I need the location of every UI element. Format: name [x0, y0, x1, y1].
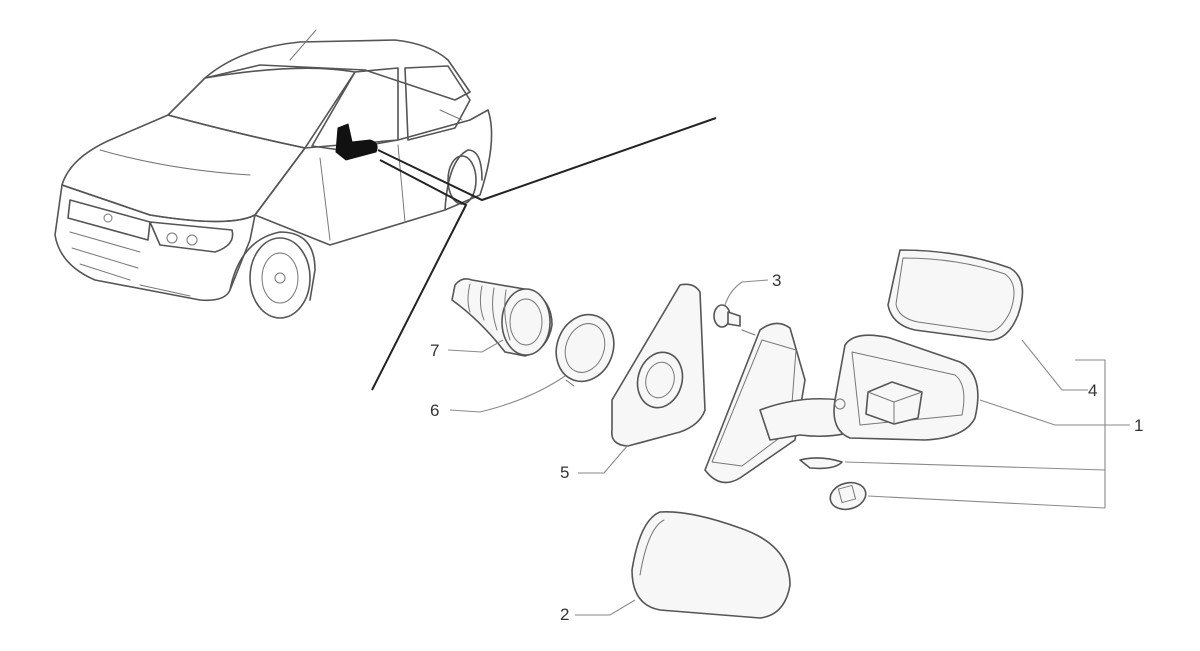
- car-roof: [204, 39, 471, 101]
- car-side-body: [254, 109, 493, 246]
- part-2-cover: [631, 511, 791, 619]
- part-clip: [799, 457, 843, 470]
- leader-4: [1021, 339, 1088, 391]
- callout-7: 7: [430, 341, 439, 360]
- callout-6: 6: [430, 401, 439, 420]
- car-front-wheel: [249, 237, 311, 319]
- leader-2: [575, 599, 636, 616]
- car-grille: [67, 199, 151, 241]
- car-side-mirror-highlight: [335, 123, 378, 161]
- car-front-bumper: [54, 184, 256, 302]
- part-1-mirror-housing: [759, 334, 979, 441]
- callout-5: 5: [560, 463, 569, 482]
- leader-6: [449, 375, 566, 413]
- part-7-boot: [451, 278, 553, 357]
- leader-lines: [447, 279, 1130, 616]
- callout-labels: 7 6 5 3 4 1 2: [430, 271, 1143, 624]
- callout-2: 2: [560, 605, 569, 624]
- leader-3: [724, 279, 769, 306]
- part-cap: [829, 481, 867, 511]
- car-badge: [103, 213, 113, 223]
- leader-5: [578, 444, 629, 474]
- mirror-base-mount: [704, 322, 806, 484]
- callout-1: 1: [1134, 416, 1143, 435]
- part-6-ring: [555, 313, 615, 387]
- part-5-gasket: [611, 283, 706, 447]
- leader-7: [447, 339, 504, 353]
- car-front-side-window: [311, 67, 399, 151]
- zoom-pointer-lines: [371, 117, 717, 391]
- group-bracket: [844, 359, 1106, 509]
- part-4-mirror-glass: [887, 249, 1024, 341]
- callout-4: 4: [1088, 381, 1097, 400]
- car-windshield: [167, 67, 356, 149]
- part-3-screw: [713, 304, 756, 336]
- leader-1: [979, 399, 1130, 426]
- car-headlight: [149, 221, 234, 253]
- car-rear-side-window: [404, 65, 471, 141]
- car-front-wheel-arch: [229, 231, 316, 301]
- car-illustration: [54, 29, 493, 319]
- callout-3: 3: [772, 271, 781, 290]
